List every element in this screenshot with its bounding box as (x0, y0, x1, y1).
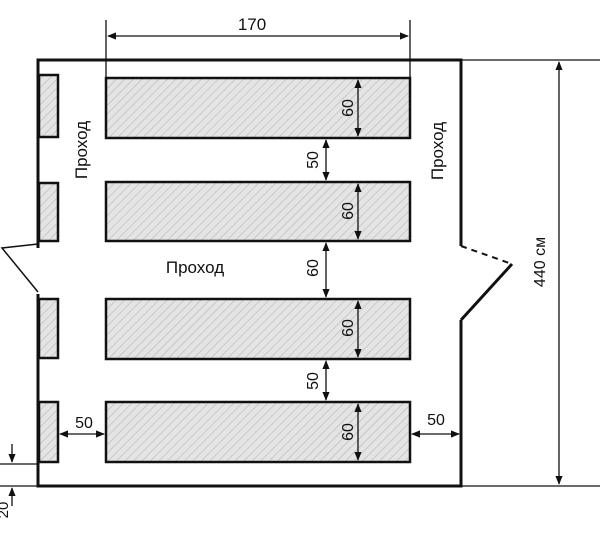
bed-width-label-4: 60 (340, 423, 357, 441)
door-swing-dashed (460, 245, 513, 265)
bed-width-label-2: 60 (340, 202, 357, 220)
gap-label-3: 50 (305, 372, 322, 390)
wall-box (37, 297, 60, 360)
bed-width-label-1: 60 (340, 99, 357, 117)
wall-top (36, 58, 463, 248)
bed-2 (104, 180, 412, 243)
break-line (0, 243, 39, 293)
wall-box (37, 73, 60, 139)
greenhouse-walls (36, 58, 514, 488)
left-wall-boxes (37, 73, 60, 464)
passage-label-left: Проход (72, 121, 91, 179)
wall-bottom (36, 294, 463, 488)
dim-total-height (461, 59, 600, 487)
beds (104, 76, 412, 464)
gap-label-2: 60 (305, 259, 322, 277)
passage-label-middle: Проход (166, 258, 224, 277)
wall-box (37, 181, 60, 243)
bed-3 (104, 297, 412, 361)
dim-bed-length (105, 20, 411, 78)
door-diagonal (459, 262, 514, 322)
wall-box (37, 400, 60, 464)
left-gap-label: 50 (75, 415, 93, 432)
bed-width-label-3: 60 (340, 319, 357, 337)
bottom-offset-label: 20 (0, 502, 12, 519)
right-gap-label: 50 (427, 412, 445, 429)
gap-label-1: 50 (305, 151, 322, 169)
total-height-label: 440 см (532, 237, 549, 287)
passage-label-right: Проход (428, 122, 447, 180)
dim-bottom-offset (0, 444, 38, 506)
bed-4 (104, 400, 412, 464)
bed-length-label: 170 (238, 15, 266, 34)
bed-1 (104, 76, 412, 140)
